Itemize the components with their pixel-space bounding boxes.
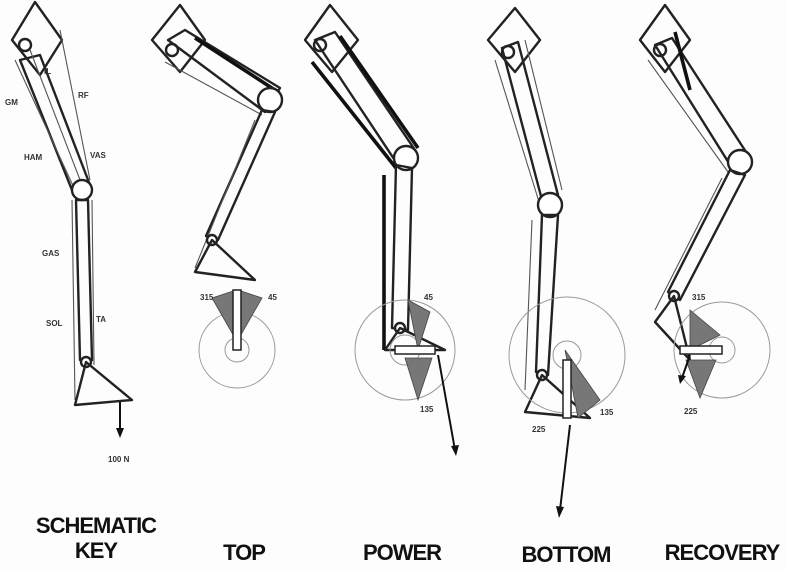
shank-segment [666,168,747,302]
crank-label-225: 225 [684,407,698,416]
knee-joint [536,191,564,219]
shank-segment [204,108,277,242]
active-muscle [310,60,398,170]
muscle-activity-sector [689,309,721,351]
muscle-line [14,59,76,191]
muscle-line [29,49,83,186]
foot-segment [73,360,134,407]
crank-label-225: 225 [532,425,546,434]
caption-bottom: BOTTOM [522,542,611,567]
label-vas: VAS [90,151,107,160]
force-arrow [437,354,456,451]
muscle-line [71,199,76,401]
panel-top: 315 45 TOP [150,3,284,565]
panel-power: 45 135 POWER [303,3,459,565]
muscle-line [654,177,723,311]
thigh-segment [18,53,92,192]
pelvis-segment [10,0,64,77]
label-ta: TA [96,315,106,324]
arrow-head [116,428,124,438]
muscle-line [59,29,91,181]
thigh-segment [653,36,750,170]
shank-segment [390,163,414,332]
crank-label-135: 135 [600,408,614,417]
crank-circle [673,301,771,399]
arrow-head [451,445,459,456]
arrow-head [556,506,564,518]
caption-schematic: SCHEMATIC [36,513,157,538]
pelvis-segment [638,3,692,74]
hip-joint [17,37,33,53]
panel-bottom: 225 135 BOTTOM [486,6,626,567]
shank-segment [534,213,560,377]
label-il: IL [44,67,51,76]
arrow-head [678,375,686,384]
muscle-line [164,61,263,116]
label-gas: GAS [42,249,60,258]
label-gm: GM [5,98,18,107]
pelvis-segment [150,3,207,74]
label-ham: HAM [24,153,43,162]
active-muscle [194,36,279,94]
muscle-activity-sector [404,357,433,402]
muscle-activity-sector [685,359,717,400]
caption-key: KEY [75,538,119,563]
knee-joint [70,178,94,202]
active-muscle [338,34,420,150]
knee-joint [256,86,284,114]
label-rf: RF [78,91,89,100]
crank-label-45: 45 [424,293,433,302]
knee-joint [392,144,420,172]
crank-label-45: 45 [268,293,277,302]
crank-label-315: 315 [200,293,214,302]
muscle-line [524,39,563,191]
crank-circle [354,299,456,401]
panel-schematic-key: IL GM RF HAM VAS GAS SOL TA 100 N SCHEMA… [5,0,158,563]
force-label: 100 N [108,455,130,464]
foot-segment [653,294,692,362]
label-sol: SOL [46,319,63,328]
crank-label-135: 135 [420,405,434,414]
crank-arm [679,345,723,355]
caption-top: TOP [223,540,265,565]
muscle-line [194,119,256,269]
crank-arm [394,345,436,355]
force-arrow [681,354,691,379]
pelvis-segment [486,6,542,74]
shank-segment [74,198,94,362]
active-muscle [673,31,692,91]
panel-recovery: 315 225 RECOVERY [638,3,782,565]
muscle-line [494,59,541,206]
caption-recovery: RECOVERY [665,540,781,565]
pelvis-segment [303,3,360,74]
muscle-activity-sector [407,299,431,351]
caption-power: POWER [363,540,442,565]
thigh-segment [313,30,417,167]
muscle-line [647,59,729,173]
force-arrow [559,424,571,511]
crank-arm [562,359,572,419]
muscle-line [524,219,533,391]
muscle-line [91,199,95,366]
crank-label-315: 315 [692,293,706,302]
foot-segment [193,238,257,282]
crank-arm [232,289,242,351]
thigh-segment [166,28,282,114]
